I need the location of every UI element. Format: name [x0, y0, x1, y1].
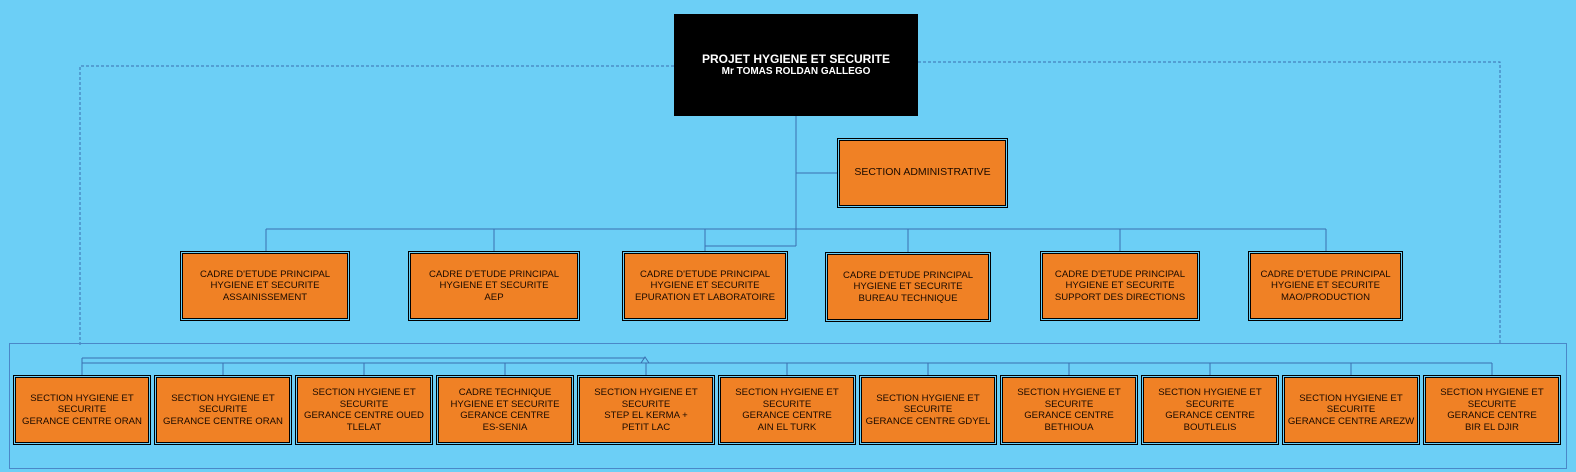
section-node[interactable]: SECTION HYGIENE ET SECURITE GERANCE CENT…: [1423, 375, 1561, 445]
cadre-node[interactable]: CADRE D'ETUDE PRINCIPAL HYGIENE ET SECUR…: [408, 251, 580, 321]
section-line3: GERANCE CENTRE OUED: [304, 410, 424, 421]
section-line2: HYGIENE ET SECURITE: [450, 398, 560, 410]
section-line4: BOUTLELIS: [1183, 421, 1237, 433]
section-line2: SECURITE: [762, 398, 812, 410]
cadre-line1: CADRE D'ETUDE PRINCIPAL: [1260, 268, 1391, 280]
dashed-connector: [79, 65, 674, 345]
cadre-line3: MAO/PRODUCTION: [1280, 291, 1370, 303]
cadre-line3: SUPPORT DES DIRECTIONS: [1054, 291, 1186, 303]
section-node[interactable]: SECTION HYGIENE ET SECURITE GERANCE CENT…: [718, 375, 856, 445]
section-line1: SECTION HYGIENE ET: [30, 392, 134, 404]
section-node[interactable]: SECTION HYGIENE ET SECURITE GERANCE CENT…: [295, 375, 433, 445]
section-line1: CADRE TECHNIQUE: [458, 387, 552, 398]
section-line4: BIR EL DJIR: [1464, 421, 1519, 433]
cadre-line1: CADRE D'ETUDE PRINCIPAL: [199, 268, 331, 280]
section-node[interactable]: SECTION HYGIENE ET SECURITE GERANCE CENT…: [859, 375, 997, 445]
section-line1: SECTION HYGIENE ET: [171, 392, 275, 404]
section-line1: SECTION HYGIENE ET: [1299, 392, 1403, 404]
cadre-line2: HYGIENE ET SECURITE: [1270, 280, 1381, 292]
section-line2: SECURITE: [57, 404, 107, 416]
cadre-line1: CADRE D'ETUDE PRINCIPAL: [639, 268, 771, 280]
section-node[interactable]: SECTION HYGIENE ET SECURITE GERANCE CENT…: [1282, 375, 1420, 445]
admin-section-label: SECTION ADMINISTRATIVE: [854, 166, 991, 179]
cadre-line1: CADRE D'ETUDE PRINCIPAL: [842, 269, 974, 281]
admin-section-node[interactable]: SECTION ADMINISTRATIVE: [837, 138, 1008, 208]
cadre-line3: ASSAINISSEMENT: [222, 291, 308, 303]
cadre-node[interactable]: CADRE D'ETUDE PRINCIPAL HYGIENE ET SECUR…: [180, 251, 350, 321]
cadre-node[interactable]: CADRE D'ETUDE PRINCIPAL HYGIENE ET SECUR…: [1040, 251, 1200, 321]
section-line1: SECTION HYGIENE ET: [1440, 387, 1544, 398]
cadre-line3: BUREAU TECHNIQUE: [858, 292, 958, 304]
cadre-node[interactable]: CADRE D'ETUDE PRINCIPAL HYGIENE ET SECUR…: [825, 252, 991, 322]
section-line2: SECURITE: [1044, 398, 1094, 410]
cadre-line3: EPURATION ET LABORATOIRE: [634, 291, 776, 303]
section-node[interactable]: SECTION HYGIENE ET SECURITE STEP EL KERM…: [577, 375, 715, 445]
section-line1: SECTION HYGIENE ET: [735, 387, 839, 398]
section-line1: SECTION HYGIENE ET: [1017, 387, 1121, 398]
section-line4: BETHIOUA: [1044, 421, 1094, 433]
section-line2: SECURITE: [198, 404, 248, 416]
section-line2: SECURITE: [1185, 398, 1235, 410]
root-node[interactable]: PROJET HYGIENE ET SECURITE Mr TOMAS ROLD…: [674, 14, 918, 116]
section-node[interactable]: CADRE TECHNIQUE HYGIENE ET SECURITE GERA…: [436, 375, 574, 445]
cadre-line2: HYGIENE ET SECURITE: [650, 280, 760, 292]
section-node[interactable]: SECTION HYGIENE ET SECURITE GERANCE CENT…: [13, 375, 151, 445]
section-node[interactable]: SECTION HYGIENE ET SECURITE GERANCE CENT…: [154, 375, 292, 445]
section-line1: SECTION HYGIENE ET: [876, 392, 980, 404]
section-line1: SECTION HYGIENE ET: [594, 387, 698, 398]
section-line3: GERANCE CENTRE: [742, 410, 832, 421]
section-line1: SECTION HYGIENE ET: [312, 387, 416, 398]
cadre-node[interactable]: CADRE D'ETUDE PRINCIPAL HYGIENE ET SECUR…: [1248, 251, 1403, 321]
cadre-node[interactable]: CADRE D'ETUDE PRINCIPAL HYGIENE ET SECUR…: [622, 251, 788, 321]
section-node[interactable]: SECTION HYGIENE ET SECURITE GERANCE CENT…: [1000, 375, 1138, 445]
section-line4: TLELAT: [346, 421, 382, 433]
section-line3: GERANCE CENTRE: [1447, 410, 1537, 421]
cadre-line2: HYGIENE ET SECURITE: [210, 280, 320, 292]
section-line2: SECURITE: [621, 398, 671, 410]
section-line3: GERANCE CENTRE AREZW: [1287, 415, 1415, 427]
section-line4: ES-SENIA: [482, 421, 528, 433]
section-line3: GERANCE CENTRE: [1024, 410, 1114, 421]
section-line4: PETIT LAC: [621, 421, 671, 433]
cadre-line2: HYGIENE ET SECURITE: [439, 280, 549, 292]
section-line3: STEP EL KERMA +: [604, 410, 688, 421]
root-title: PROJET HYGIENE ET SECURITE: [701, 52, 891, 66]
cadre-line1: CADRE D'ETUDE PRINCIPAL: [428, 268, 560, 280]
section-line3: GERANCE CENTRE ORAN: [22, 415, 142, 427]
section-line2: SECURITE: [339, 398, 389, 410]
cadre-line3: AEP: [484, 291, 504, 303]
section-line3: GERANCE CENTRE ORAN: [163, 415, 283, 427]
section-line4: AIN EL TURK: [757, 421, 817, 433]
cadre-line2: HYGIENE ET SECURITE: [1065, 280, 1175, 292]
section-line2: SECURITE: [903, 404, 953, 416]
section-line2: SECURITE: [1467, 398, 1517, 410]
section-line2: SECURITE: [1326, 404, 1376, 416]
cadre-line2: HYGIENE ET SECURITE: [853, 281, 963, 293]
section-line3: GERANCE CENTRE GDYEL: [865, 415, 991, 427]
section-line1: SECTION HYGIENE ET: [1158, 387, 1262, 398]
dashed-connector-right: [918, 61, 1501, 345]
root-subtitle: Mr TOMAS ROLDAN GALLEGO: [721, 66, 871, 77]
cadre-line1: CADRE D'ETUDE PRINCIPAL: [1054, 268, 1186, 280]
section-group-frame: [9, 343, 1567, 469]
section-node[interactable]: SECTION HYGIENE ET SECURITE GERANCE CENT…: [1141, 375, 1279, 445]
section-line3: GERANCE CENTRE: [1165, 410, 1255, 421]
section-line3: GERANCE CENTRE: [460, 410, 550, 421]
